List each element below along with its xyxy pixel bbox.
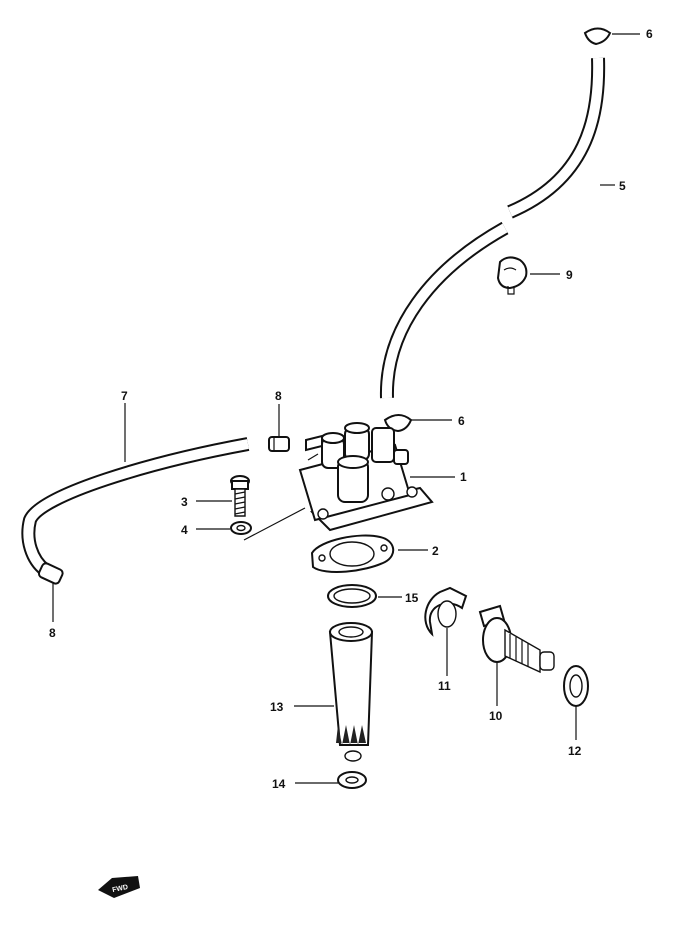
callout-15: 15: [405, 591, 419, 605]
callout-11: 11: [438, 679, 451, 693]
part-11-retainer: [424, 586, 468, 637]
callout-12: 12: [568, 744, 582, 758]
part-10-bushing: [478, 604, 555, 674]
callout-6-top: 6: [646, 27, 653, 41]
callout-7: 7: [121, 389, 128, 403]
part-14-washer: [337, 771, 367, 789]
part-2-gasket: [310, 534, 395, 573]
callout-14: 14: [272, 777, 286, 791]
part-8-fitting-left: [37, 562, 64, 585]
callout-3: 3: [181, 495, 188, 509]
callout-13: 13: [270, 700, 284, 714]
callout-6-lower: 6: [458, 414, 465, 428]
part-9-hose-clip: [496, 256, 528, 295]
part-6-clip-top: [583, 27, 612, 46]
part-12-oil-seal: [563, 665, 589, 707]
part-5-hose-lower: [379, 221, 509, 399]
callout-8-top: 8: [275, 389, 282, 403]
part-5-hose-upper: [507, 57, 606, 219]
callout-9: 9: [566, 268, 573, 282]
part-8-fitting-top: [268, 436, 290, 452]
callout-5: 5: [619, 179, 626, 193]
fwd-arrow-icon: FWD: [98, 876, 140, 898]
part-4-washer: [230, 521, 252, 535]
part-7-hose: [21, 437, 250, 576]
part-3-bolt: [230, 475, 250, 517]
callout-10: 10: [489, 709, 503, 723]
leader-lines: [52, 33, 640, 784]
callout-4: 4: [181, 523, 188, 537]
part-15-o-ring: [327, 584, 377, 608]
callout-2: 2: [432, 544, 439, 558]
part-13-driven-gear: [328, 622, 374, 762]
callout-1: 1: [460, 470, 467, 484]
part-1-oil-pump: [298, 422, 434, 532]
fwd-label: FWD: [112, 884, 129, 894]
callout-8-left: 8: [49, 626, 56, 640]
